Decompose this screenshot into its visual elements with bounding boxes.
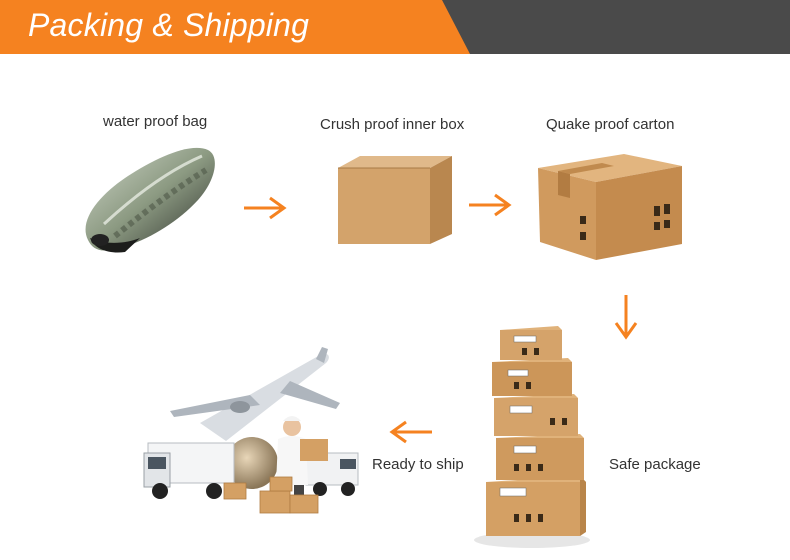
arrow-left-icon bbox=[389, 420, 432, 444]
step-label-carton: Quake proof carton bbox=[546, 116, 675, 133]
header-accent bbox=[0, 0, 470, 54]
step-label-safe: Safe package bbox=[609, 456, 701, 473]
step-label-ready: Ready to ship bbox=[372, 456, 464, 473]
header-banner: Packing & Shipping bbox=[0, 0, 790, 54]
arrow-down-icon bbox=[614, 295, 638, 340]
safe-package-stack-image bbox=[474, 326, 590, 548]
carton-image bbox=[538, 154, 682, 260]
arrow-right-icon bbox=[244, 196, 287, 220]
step-label-bag: water proof bag bbox=[103, 113, 208, 130]
arrow-right-icon bbox=[469, 193, 512, 217]
page-title: Packing & Shipping bbox=[28, 7, 310, 43]
inner-box-image bbox=[338, 156, 452, 244]
step-label-inner-box: Crush proof inner box bbox=[320, 116, 465, 133]
waterproof-bag-image bbox=[85, 147, 215, 253]
ready-to-ship-image bbox=[143, 347, 359, 514]
